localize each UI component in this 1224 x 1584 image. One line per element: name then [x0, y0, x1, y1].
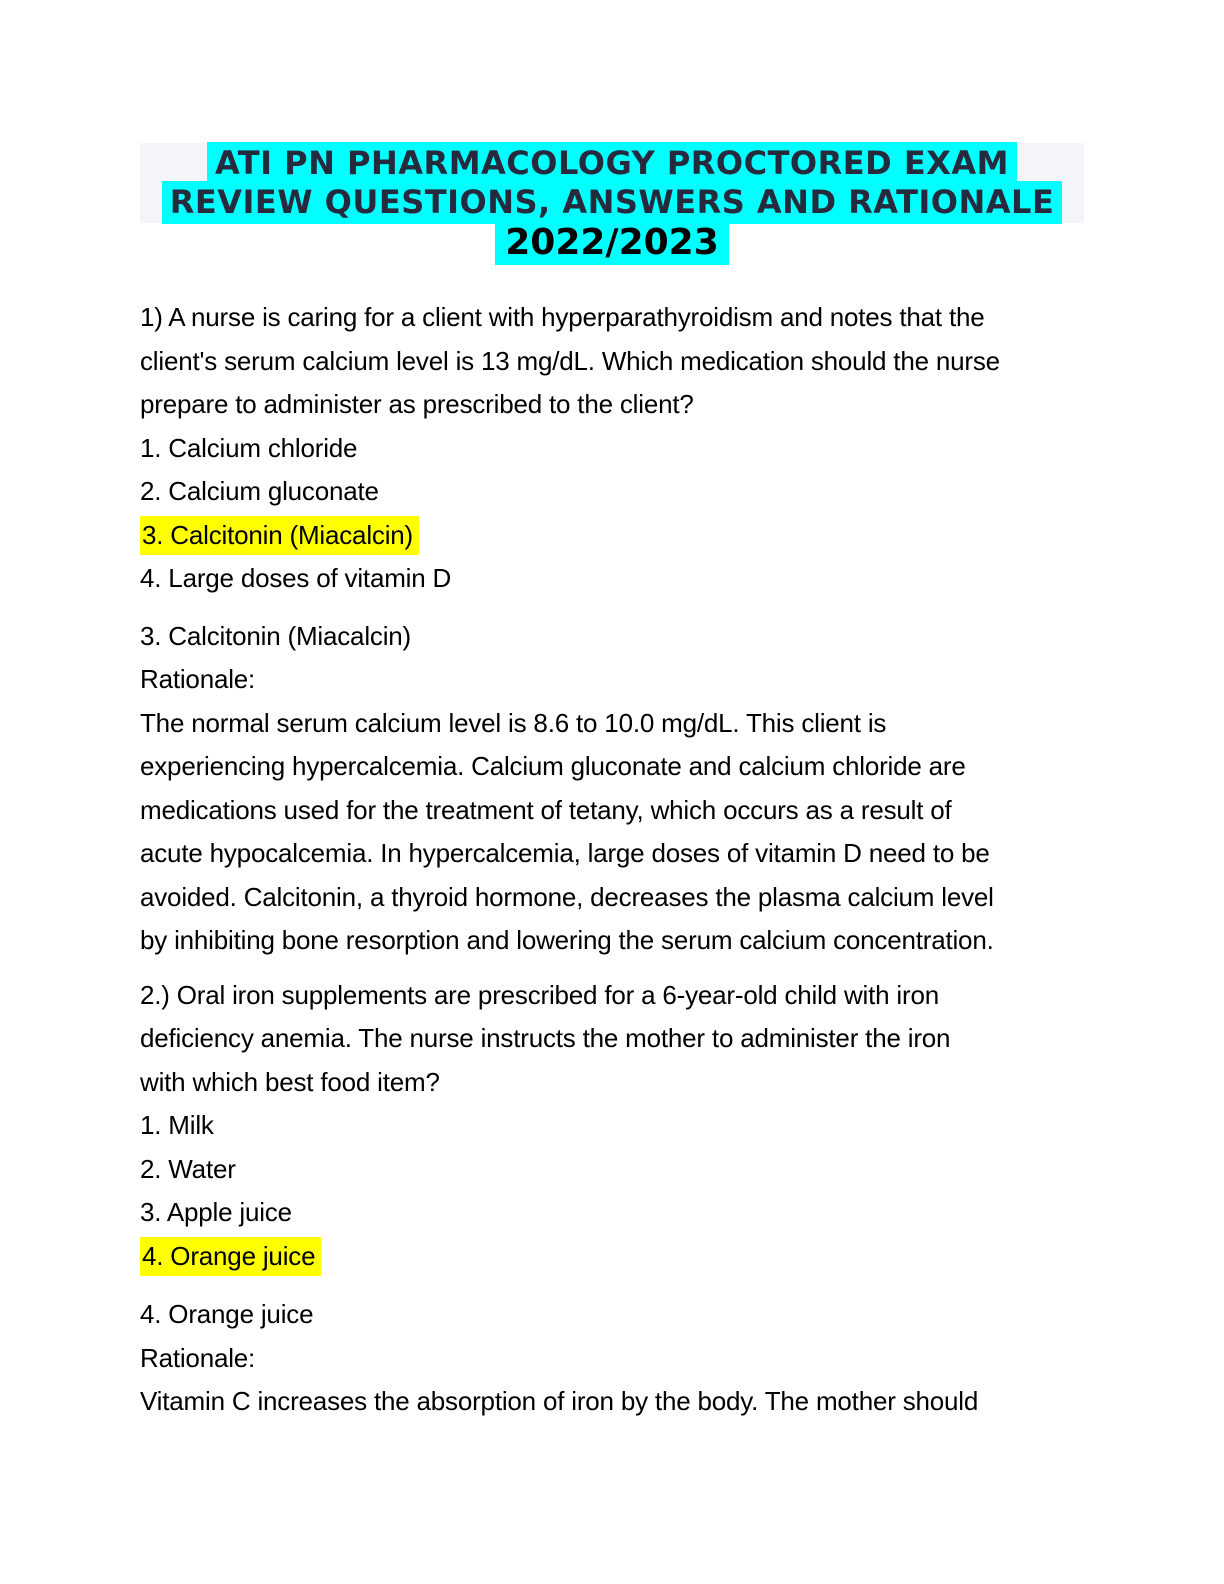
- page-content: ATI PN PHARMACOLOGY PROCTORED EXAM REVIE…: [140, 142, 1084, 1424]
- question-2-option-3-label: 3. Apple juice: [140, 1197, 292, 1227]
- question-2-option-1-label: 1. Milk: [140, 1110, 214, 1140]
- question-2-option-4-answer-highlight: 4. Orange juice: [140, 1236, 322, 1276]
- question-1-rationale-text: The normal serum calcium level is 8.6 to…: [140, 707, 994, 956]
- question-1-option-3: 3. Calcitonin (Miacalcin): [140, 514, 1084, 558]
- question-2-block: 2.) Oral iron supplements are prescribed…: [140, 974, 1084, 1279]
- question-1-option-3-answer-highlight: 3. Calcitonin (Miacalcin): [140, 515, 419, 555]
- question-2-text: 2.) Oral iron supplements are prescribed…: [140, 979, 951, 1097]
- question-1-answer: 3. Calcitonin (Miacalcin): [140, 620, 411, 651]
- document-title: ATI PN PHARMACOLOGY PROCTORED EXAM REVIE…: [140, 142, 1084, 265]
- question-2-rationale-block: 4. Orange juice Rationale: Vitamin C inc…: [140, 1293, 1084, 1424]
- title-year: 2022/2023: [140, 222, 1084, 265]
- question-2-option-2: 2. Water: [140, 1148, 1084, 1192]
- question-1-rationale-label: Rationale:: [140, 664, 256, 694]
- question-2-answer: 4. Orange juice: [140, 1299, 314, 1329]
- title-year-highlight: 2022/2023: [495, 222, 729, 265]
- question-2-option-3: 3. Apple juice: [140, 1191, 1084, 1235]
- question-1-option-2-label: 2. Calcium gluconate: [140, 476, 379, 506]
- question-2-option-1: 1. Milk: [140, 1104, 1084, 1148]
- document-body: 1) A nurse is caring for a client with h…: [140, 296, 1084, 1424]
- title-backdrop: ATI PN PHARMACOLOGY PROCTORED EXAM REVIE…: [140, 142, 1084, 224]
- title-line-1-highlight: ATI PN PHARMACOLOGY PROCTORED EXAM: [207, 142, 1017, 185]
- question-1-option-1: 1. Calcium chloride: [140, 427, 1084, 471]
- question-1-rationale-block: 3. Calcitonin (Miacalcin) Rationale: The…: [140, 615, 1084, 963]
- question-1-option-4-label: 4. Large doses of vitamin D: [140, 563, 452, 593]
- question-1-text: 1) A nurse is caring for a client with h…: [140, 302, 1000, 419]
- question-2-option-4: 4. Orange juice: [140, 1235, 1084, 1279]
- question-2-rationale-text: Vitamin C increases the absorption of ir…: [140, 1386, 979, 1416]
- question-2-option-2-label: 2. Water: [140, 1153, 236, 1184]
- question-1-block: 1) A nurse is caring for a client with h…: [140, 296, 1084, 601]
- question-1-option-1-label: 1. Calcium chloride: [140, 432, 358, 463]
- question-2-rationale-label: Rationale:: [140, 1342, 256, 1373]
- title-line-2: REVIEW QUESTIONS, ANSWERS AND RATIONALE: [140, 181, 1084, 224]
- question-1-option-2: 2. Calcium gluconate: [140, 470, 1084, 514]
- title-line-2-highlight: REVIEW QUESTIONS, ANSWERS AND RATIONALE: [161, 181, 1063, 224]
- title-line-1: ATI PN PHARMACOLOGY PROCTORED EXAM: [140, 142, 1084, 185]
- question-1-option-4: 4. Large doses of vitamin D: [140, 557, 1084, 601]
